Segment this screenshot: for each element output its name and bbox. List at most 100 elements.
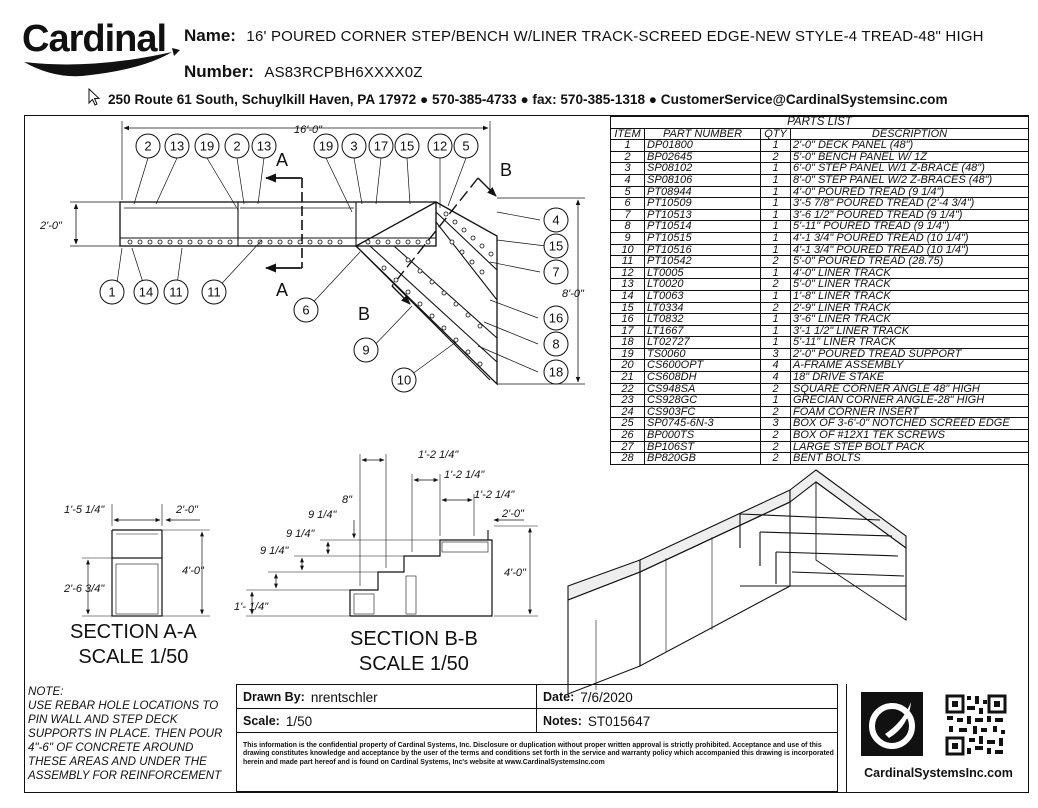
item-number: 26 <box>610 429 645 442</box>
part-number: LT0334 <box>644 301 761 315</box>
description: 2'-0" DECK PANEL (48") <box>790 139 1029 152</box>
section-aa-dims: 1'-5 1/4" 2'-0" 2'-6 3/4" 4'-0" <box>63 504 205 595</box>
quantity: 1 <box>760 197 791 210</box>
description: BOX OF #12X1 TEK SCREWS <box>790 429 1029 442</box>
balloon-label: 11 <box>169 285 183 300</box>
item-number: 21 <box>610 371 645 384</box>
balloon-label: 18 <box>549 365 563 380</box>
quantity: 4 <box>760 371 791 384</box>
balloon-label: 1 <box>108 285 115 300</box>
section-aa-view <box>82 504 210 617</box>
rebar-holes <box>127 211 494 367</box>
description: 6'-0" STEP PANEL W/1 Z-BRACE (48") <box>790 162 1029 175</box>
section-aa-scale: SCALE 1/50 <box>78 646 189 668</box>
balloon-circle <box>201 279 227 305</box>
notes-cell: Notes: ST015647 <box>537 709 837 733</box>
quantity: 1 <box>760 336 791 349</box>
quantity: 1 <box>760 231 791 245</box>
part-number: CS903FC <box>644 405 761 419</box>
col-qty: QTY <box>760 127 791 141</box>
quantity: 2 <box>760 452 791 465</box>
depth-dimension: 2'-0" <box>39 220 63 232</box>
part-number: LT0020 <box>644 278 761 291</box>
drawing-notes: NOTE: USE REBAR HOLE LOCATIONS TO PIN WA… <box>28 685 233 783</box>
quantity: 1 <box>760 289 791 303</box>
quantity: 1 <box>760 313 791 326</box>
balloon-label: 12 <box>433 139 447 154</box>
notes-value: ST015647 <box>587 713 651 729</box>
balloon-circle <box>543 259 569 285</box>
balloon-circle <box>543 207 569 233</box>
part-number: PT10514 <box>644 220 761 233</box>
name-label: Name: <box>184 26 236 45</box>
balloon-label: 2 <box>144 139 151 154</box>
quantity: 1 <box>760 139 791 152</box>
date-label: Date: <box>543 690 575 704</box>
item-number: 20 <box>610 359 645 373</box>
balloon-label: 2 <box>233 139 240 154</box>
section-bb-view <box>246 454 538 617</box>
aa-dim-1: 1'-5 1/4" <box>64 504 105 516</box>
quantity: 1 <box>760 266 791 280</box>
section-aa-title: SECTION A-A <box>70 621 197 643</box>
part-number: LT02727 <box>644 336 761 349</box>
part-number: PT10542 <box>644 255 761 268</box>
bb-dim-10: 1'- 1/4" <box>234 601 269 613</box>
balloon-label: 11 <box>207 285 221 300</box>
bb-dim-3: 1'-2 1/4" <box>474 489 515 501</box>
item-number: 10 <box>610 243 645 257</box>
description: 5'-11" LINER TRACK <box>790 336 1029 349</box>
title-row-drawn: Drawn By: nrentschler Date: 7/6/2020 <box>237 685 837 709</box>
company-website: CardinalSystemsInc.com <box>864 766 1013 780</box>
date-value: 7/6/2020 <box>580 689 633 705</box>
item-number: 13 <box>610 278 645 291</box>
balloon-circle <box>163 279 189 305</box>
description: 1'-8" LINER TRACK <box>790 289 1029 303</box>
balloon-label: 19 <box>200 139 214 154</box>
part-number: BP820GB <box>644 452 761 465</box>
item-number: 7 <box>610 208 645 222</box>
balloon-label: 6 <box>302 303 309 318</box>
part-number: LT0005 <box>644 266 761 280</box>
quantity: 1 <box>760 324 791 338</box>
balloon-circle <box>543 359 569 385</box>
item-number: 19 <box>610 347 645 361</box>
brand-box: CardinalSystemsInc.com <box>846 684 1029 792</box>
item-number: 9 <box>610 231 645 245</box>
description: 2'-9" LINER TRACK <box>790 301 1029 315</box>
description: 3'-1 1/2" LINER TRACK <box>790 324 1029 338</box>
balloon-circle <box>543 233 569 259</box>
parts-list-table: PARTS LIST ITEM PART NUMBER QTY DESCRIPT… <box>610 116 1029 465</box>
balloon-circle <box>341 133 367 159</box>
balloon-circle <box>353 337 379 363</box>
description: 8'-0" STEP PANEL W/2 Z-BRACES (48") <box>790 173 1029 187</box>
balloon-circle <box>313 133 339 159</box>
qr-code-icon <box>945 694 1007 756</box>
description: 5'-0" BENCH PANEL W/ 1Z <box>790 150 1029 164</box>
balloon-circle <box>394 133 420 159</box>
bb-dim-7: 9 1/4" <box>286 528 315 540</box>
date-cell: Date: 7/6/2020 <box>537 685 837 709</box>
quantity: 1 <box>760 162 791 175</box>
item-number: 2 <box>610 150 645 164</box>
part-number: CS608DH <box>644 371 761 384</box>
part-number: CS600OPT <box>644 359 761 373</box>
item-number: 16 <box>610 313 645 326</box>
part-number: DP01800 <box>644 139 761 152</box>
leader-lines <box>115 157 547 381</box>
bb-dim-4: 2'-0" <box>501 508 525 520</box>
balloon-circle <box>368 133 394 159</box>
